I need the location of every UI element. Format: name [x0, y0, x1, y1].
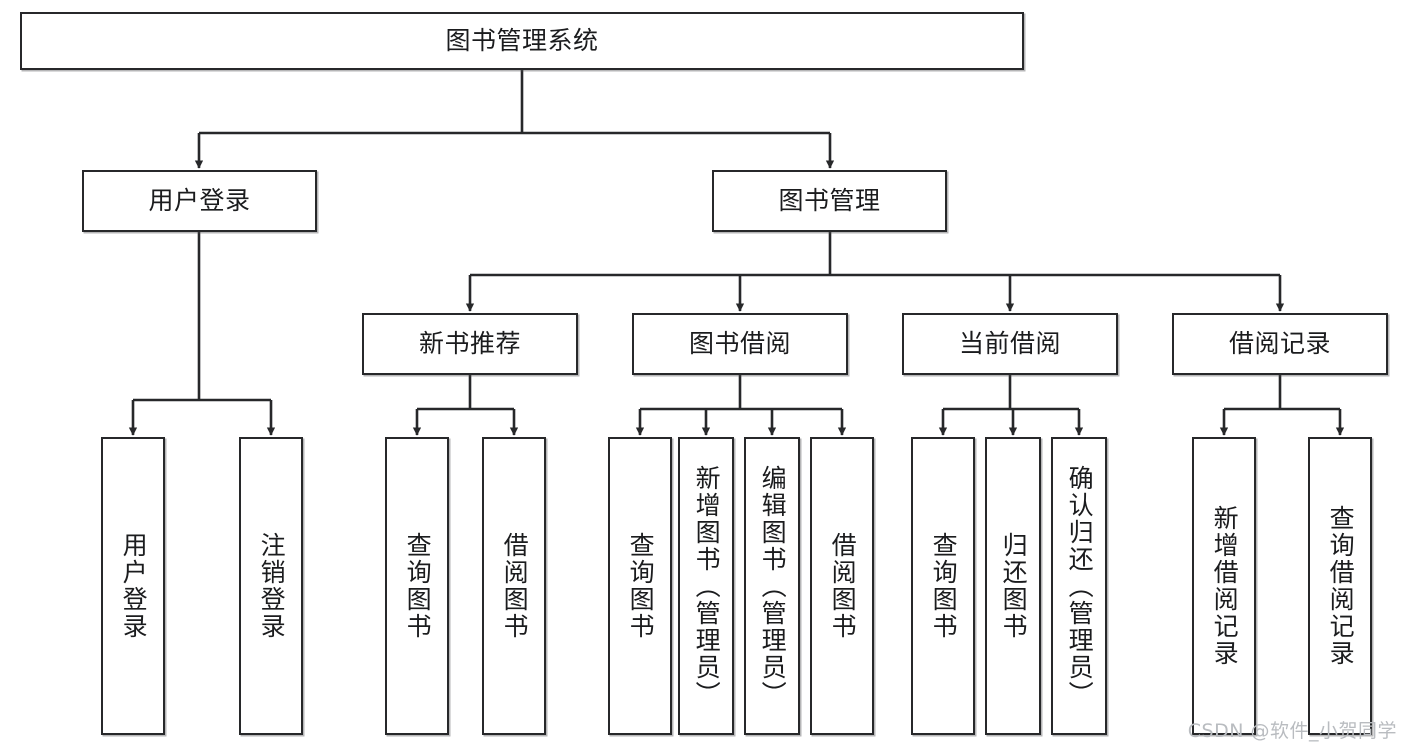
node-current-borrow-label: 当前借阅: [958, 329, 1061, 359]
node-book-manage-label: 图书管理: [778, 186, 881, 216]
node-leaf-query-book-2[interactable]: 查询图书: [608, 437, 672, 735]
node-leaf-user-logout-label: 注销登录: [257, 532, 287, 640]
node-leaf-return-book-label: 归还图书: [999, 532, 1029, 640]
node-leaf-borrow-book-2[interactable]: 借阅图书: [810, 437, 874, 735]
node-leaf-add-book-label: 新增图书（管理员）: [692, 464, 722, 708]
node-leaf-borrow-book-1[interactable]: 借阅图书: [482, 437, 546, 735]
watermark: CSDN @软件_小贺同学: [1187, 720, 1397, 742]
node-leaf-query-record[interactable]: 查询借阅记录: [1308, 437, 1372, 735]
node-leaf-borrow-book-1-label: 借阅图书: [500, 532, 530, 640]
node-root[interactable]: 图书管理系统: [20, 12, 1024, 70]
node-leaf-confirm-return[interactable]: 确认归还（管理员）: [1051, 437, 1107, 735]
node-leaf-query-book-3[interactable]: 查询图书: [911, 437, 975, 735]
node-leaf-confirm-return-label: 确认归还（管理员）: [1065, 464, 1095, 708]
node-root-label: 图书管理系统: [445, 26, 599, 56]
node-leaf-user-login-label: 用户登录: [119, 532, 149, 640]
node-leaf-borrow-book-2-label: 借阅图书: [828, 532, 858, 640]
node-leaf-add-record[interactable]: 新增借阅记录: [1192, 437, 1256, 735]
node-leaf-query-book-1-label: 查询图书: [403, 532, 433, 640]
node-leaf-query-book-2-label: 查询图书: [626, 532, 656, 640]
node-leaf-query-book-3-label: 查询图书: [929, 532, 959, 640]
node-leaf-edit-book[interactable]: 编辑图书（管理员）: [744, 437, 800, 735]
node-user-login[interactable]: 用户登录: [82, 170, 317, 232]
node-leaf-edit-book-label: 编辑图书（管理员）: [758, 464, 788, 708]
node-book-borrow[interactable]: 图书借阅: [632, 313, 848, 375]
node-user-login-label: 用户登录: [148, 186, 251, 216]
node-leaf-user-logout[interactable]: 注销登录: [239, 437, 303, 735]
node-book-manage[interactable]: 图书管理: [712, 170, 947, 232]
node-leaf-return-book[interactable]: 归还图书: [985, 437, 1041, 735]
node-leaf-query-record-label: 查询借阅记录: [1326, 505, 1356, 667]
node-new-book-recommend[interactable]: 新书推荐: [362, 313, 578, 375]
node-leaf-user-login[interactable]: 用户登录: [101, 437, 165, 735]
node-borrow-record-label: 借阅记录: [1228, 329, 1331, 359]
node-leaf-query-book-1[interactable]: 查询图书: [385, 437, 449, 735]
node-current-borrow[interactable]: 当前借阅: [902, 313, 1118, 375]
node-book-borrow-label: 图书借阅: [688, 329, 791, 359]
node-leaf-add-record-label: 新增借阅记录: [1210, 505, 1240, 667]
node-new-book-recommend-label: 新书推荐: [418, 329, 521, 359]
node-leaf-add-book[interactable]: 新增图书（管理员）: [678, 437, 734, 735]
node-borrow-record[interactable]: 借阅记录: [1172, 313, 1388, 375]
